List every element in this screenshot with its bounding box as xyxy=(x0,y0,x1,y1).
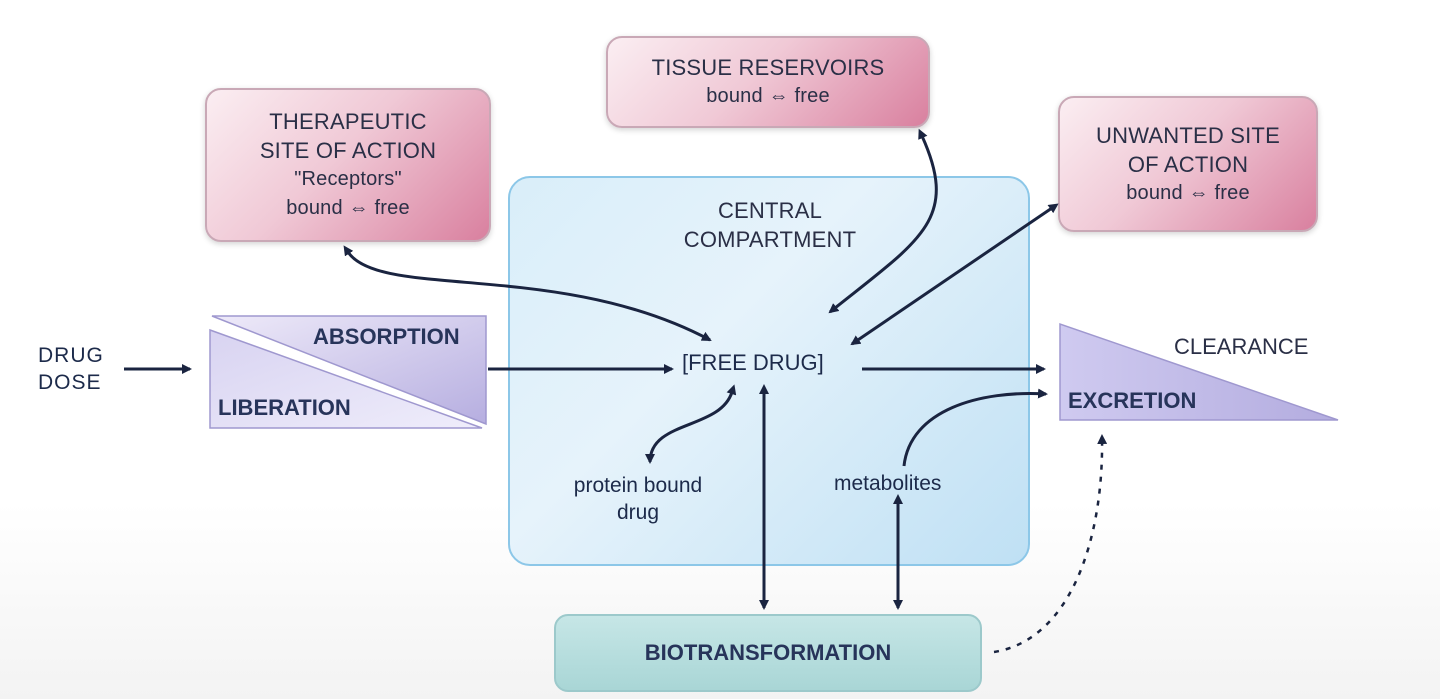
protein-line1: protein bound xyxy=(573,474,703,497)
arrow-biotransformation-to-excretion xyxy=(993,434,1108,654)
biotransformation-label: BIOTRANSFORMATION xyxy=(644,640,892,665)
arrow-free-drug-protein-bound xyxy=(645,384,737,464)
central-title-line2: COMPARTMENT xyxy=(683,227,857,252)
liberation-triangle xyxy=(209,328,483,429)
clearance-label: CLEARANCE xyxy=(1174,334,1309,359)
arrow-unwanted-free-drug xyxy=(850,203,1059,346)
excretion-label: EXCRETION xyxy=(1068,388,1197,413)
drug-label: DRUG xyxy=(38,344,104,367)
dose-label: DOSE xyxy=(38,371,102,394)
tissue-line2: bound ⇔ free xyxy=(706,85,830,107)
arrow-therapeutic-free-drug xyxy=(343,245,712,342)
therapeutic-line1: THERAPEUTIC xyxy=(269,109,427,134)
tissue-reservoirs-box: TISSUE RESERVOIRS bound ⇔ free xyxy=(606,36,930,128)
unwanted-line1: UNWANTED SITE xyxy=(1096,122,1280,148)
unwanted-line3: bound ⇔ free xyxy=(1126,181,1250,204)
protein-line2: drug xyxy=(616,501,660,524)
absorption-label: ABSORPTION xyxy=(313,324,460,349)
metabolites-label: metabolites xyxy=(834,472,942,495)
tissue-line1: TISSUE RESERVOIRS xyxy=(651,55,885,80)
therapeutic-line4: bound ⇔ free xyxy=(286,197,410,219)
central-compartment-title: CENTRAL COMPARTMENT xyxy=(660,196,880,254)
central-title-line1: CENTRAL xyxy=(717,198,823,223)
biotransformation-box: BIOTRANSFORMATION xyxy=(554,614,982,692)
therapeutic-line3: "Receptors" xyxy=(294,168,402,190)
therapeutic-site-box: THERAPEUTIC SITE OF ACTION "Receptors" b… xyxy=(205,88,491,242)
liberation-label: LIBERATION xyxy=(218,395,351,420)
arrow-metabolites-to-excretion xyxy=(902,388,1048,467)
therapeutic-line2: SITE OF ACTION xyxy=(259,138,437,163)
protein-bound-label: protein bound drug xyxy=(548,472,728,526)
free-drug-label: [FREE DRUG] xyxy=(682,350,824,375)
unwanted-site-box: UNWANTED SITE OF ACTION bound ⇔ free xyxy=(1058,96,1318,232)
excretion-triangle xyxy=(1059,322,1339,421)
unwanted-line2: OF ACTION xyxy=(1127,151,1249,177)
